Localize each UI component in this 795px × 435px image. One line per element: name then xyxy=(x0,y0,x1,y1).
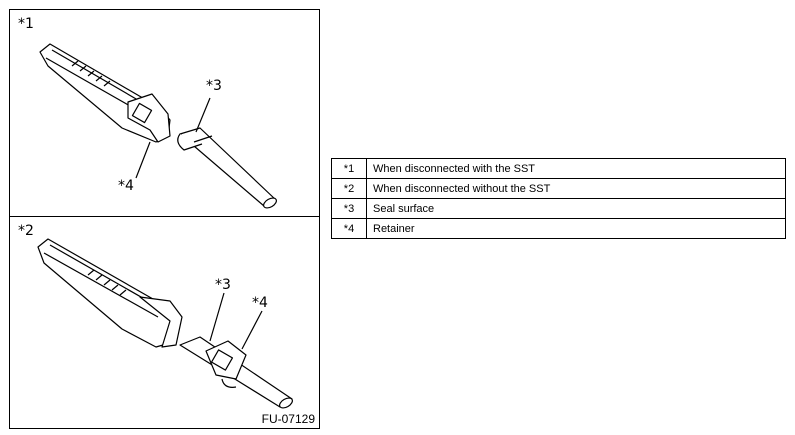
panel-1-callout-retainer: *4 xyxy=(118,178,134,194)
legend-text: When disconnected without the SST xyxy=(366,178,786,199)
panel-divider xyxy=(10,216,319,217)
legend-table: *1 When disconnected with the SST *2 Whe… xyxy=(331,158,786,239)
panel-2-tag: *2 xyxy=(18,223,34,239)
figure-code: FU-07129 xyxy=(261,412,315,426)
connector-illustration-2 xyxy=(37,238,293,409)
legend-text: Retainer xyxy=(366,218,786,239)
panel-2-callout-seal-surface: *3 xyxy=(215,277,231,293)
figure-frame: *1 *3 *4 *2 *3 *4 FU-07129 xyxy=(9,9,320,429)
panel-1-callout-seal-surface: *3 xyxy=(206,78,222,94)
panel-with-sst: *1 *3 *4 xyxy=(10,10,319,216)
legend-key: *3 xyxy=(331,198,367,219)
panel-without-sst: *2 *3 *4 FU-07129 xyxy=(10,217,319,429)
legend-row: *1 When disconnected with the SST xyxy=(331,158,786,179)
legend-text: Seal surface xyxy=(366,198,786,219)
connector-illustration-1 xyxy=(39,43,277,209)
legend-row: *2 When disconnected without the SST xyxy=(331,178,786,199)
legend-row: *4 Retainer xyxy=(331,218,786,239)
legend-key: *4 xyxy=(331,218,367,239)
legend-key: *2 xyxy=(331,178,367,199)
panel-1-tag: *1 xyxy=(18,16,34,32)
legend-text: When disconnected with the SST xyxy=(366,158,786,179)
panel-2-callout-retainer: *4 xyxy=(252,295,268,311)
legend-key: *1 xyxy=(331,158,367,179)
legend-row: *3 Seal surface xyxy=(331,198,786,219)
